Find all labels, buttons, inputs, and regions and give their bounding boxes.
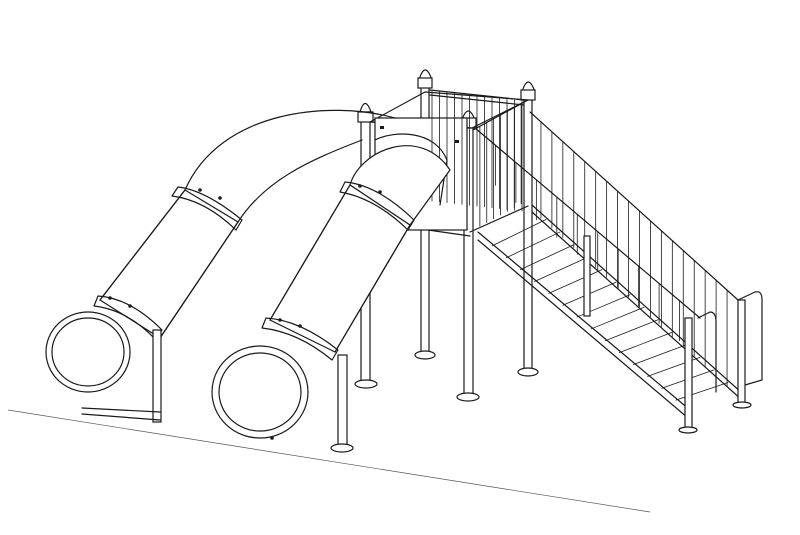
tube-slide-right [211,133,451,453]
stair-handrail-right [529,111,739,301]
stair-tread [505,231,561,259]
stair-tread [534,256,589,282]
tube-joint-ring [171,186,243,231]
stair-tread [491,219,547,247]
tube-exit-ring [45,311,131,393]
stair-tread [604,319,659,342]
tube-joint-ring [339,181,415,231]
stair-post-bottom-right [737,299,746,405]
handrail-end-loop-right [737,291,763,386]
stair-tread [618,331,673,354]
stair-post-bottom-left [684,317,693,429]
stair-tread [633,344,687,365]
ground-line [7,409,651,513]
stair-tread [675,382,729,401]
stair-handrail-left [474,127,701,319]
deck-post-rear-right [517,81,539,377]
tube-joint-ring [261,317,339,361]
tube-support-leg [152,329,162,423]
tube-exit-ring [211,345,309,439]
stair-post-middle [583,235,591,317]
stair-treads [491,219,729,401]
side-guard-rail [472,99,529,227]
tube-support-leg [337,354,348,448]
tube-slide-left [45,109,396,423]
stair-tread [548,269,603,294]
stair-tread [590,306,645,330]
stair-tread [520,244,575,271]
staircase [474,111,763,434]
